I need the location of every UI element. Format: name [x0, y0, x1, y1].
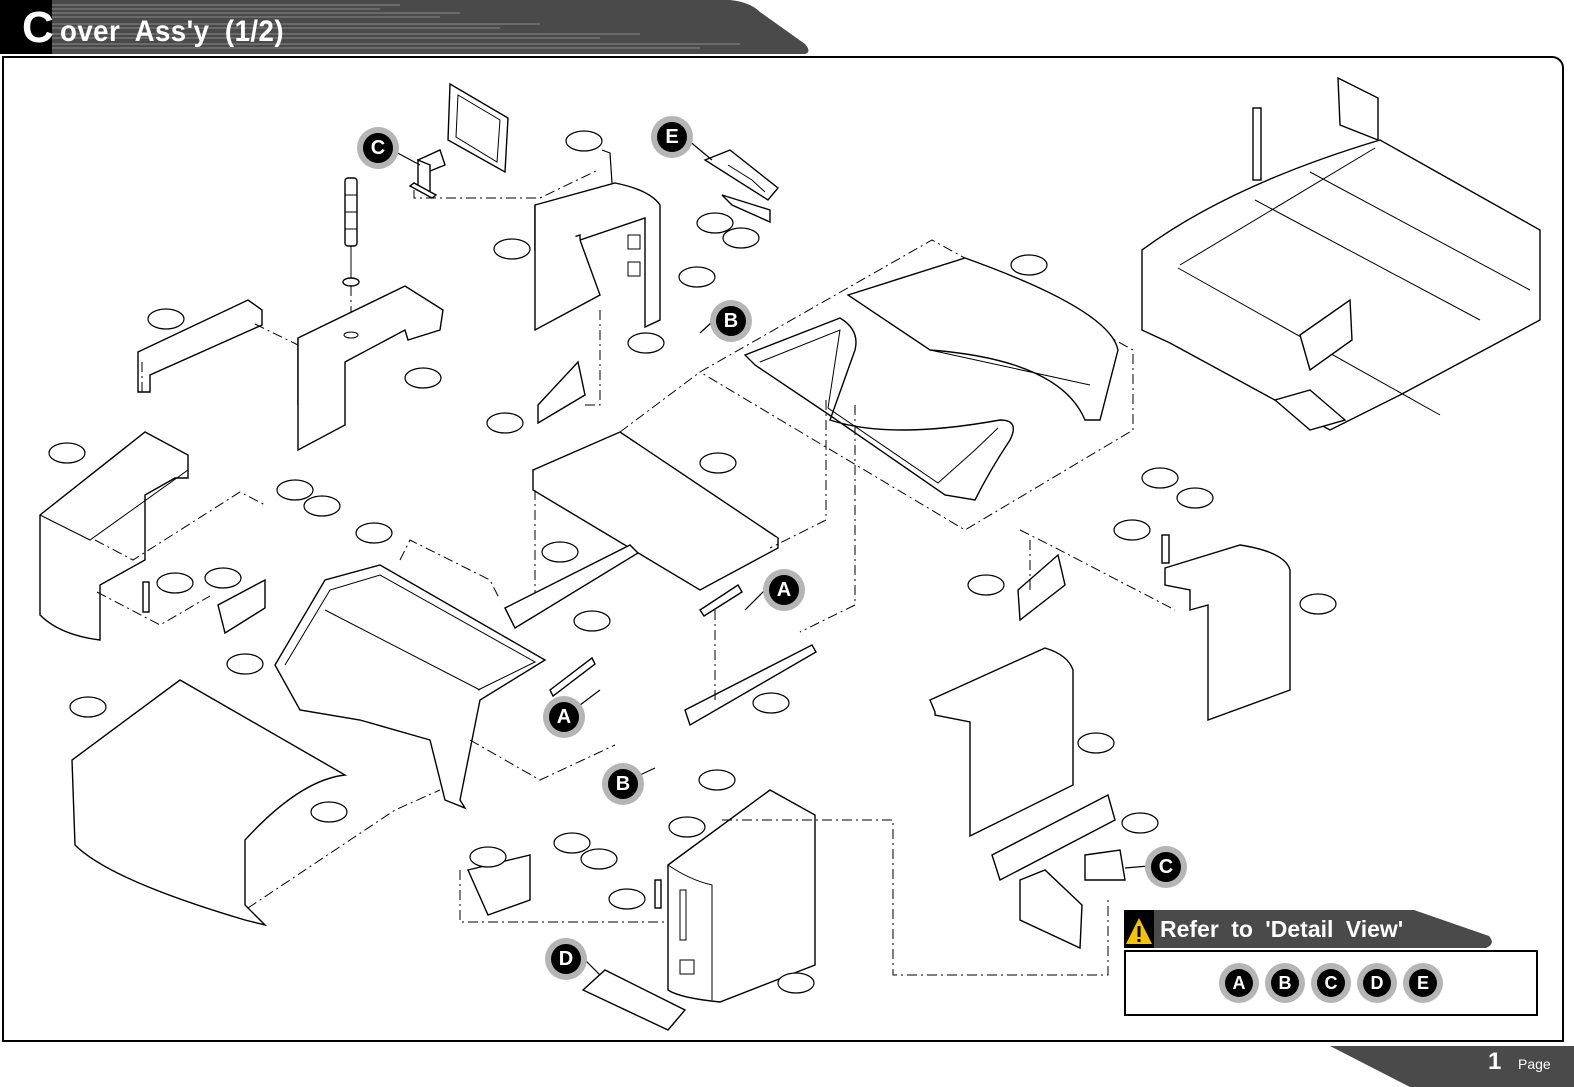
detail-link-b[interactable]: B	[1265, 963, 1305, 1003]
page-label: Page	[1518, 1056, 1551, 1072]
center-top-cover	[533, 432, 778, 590]
front-left-cover	[72, 680, 345, 925]
left-end-cover	[40, 432, 265, 640]
detail-link-d[interactable]: D	[1357, 963, 1397, 1003]
detail-view-list: A B C D E	[1124, 950, 1538, 1016]
detail-view-title: Refer to 'Detail View'	[1160, 916, 1403, 943]
detail-callout-c-bottom[interactable]: C	[1145, 846, 1187, 888]
assembled-machine-view	[1142, 78, 1540, 430]
detail-view-reference: Refer to 'Detail View' A B C D E	[1124, 910, 1544, 1020]
front-console-cover	[468, 790, 815, 1030]
monitor-top	[410, 84, 508, 198]
detail-link-c[interactable]: C	[1311, 963, 1351, 1003]
page-number: 1	[1488, 1048, 1501, 1076]
top-left-cover	[138, 286, 443, 450]
detail-callout-a-left[interactable]: A	[543, 696, 585, 738]
detail-callout-e-top[interactable]: E	[651, 116, 693, 158]
detail-callout-c-top[interactable]: C	[357, 127, 399, 169]
detail-callout-b-bottom[interactable]: B	[602, 763, 644, 805]
detail-callout-a-right[interactable]: A	[763, 569, 805, 611]
detail-link-e[interactable]: E	[1403, 963, 1443, 1003]
detail-view-header: Refer to 'Detail View'	[1124, 910, 1494, 950]
detail-callout-b-top[interactable]: B	[710, 300, 752, 342]
detail-callout-d-bottom[interactable]: D	[545, 938, 587, 980]
detail-link-a[interactable]: A	[1219, 963, 1259, 1003]
rear-side-cover	[535, 183, 660, 330]
keyboard-tray-top	[705, 150, 778, 222]
page-footer: 1 Page	[1322, 1044, 1574, 1087]
front-right-cover	[930, 648, 1125, 948]
